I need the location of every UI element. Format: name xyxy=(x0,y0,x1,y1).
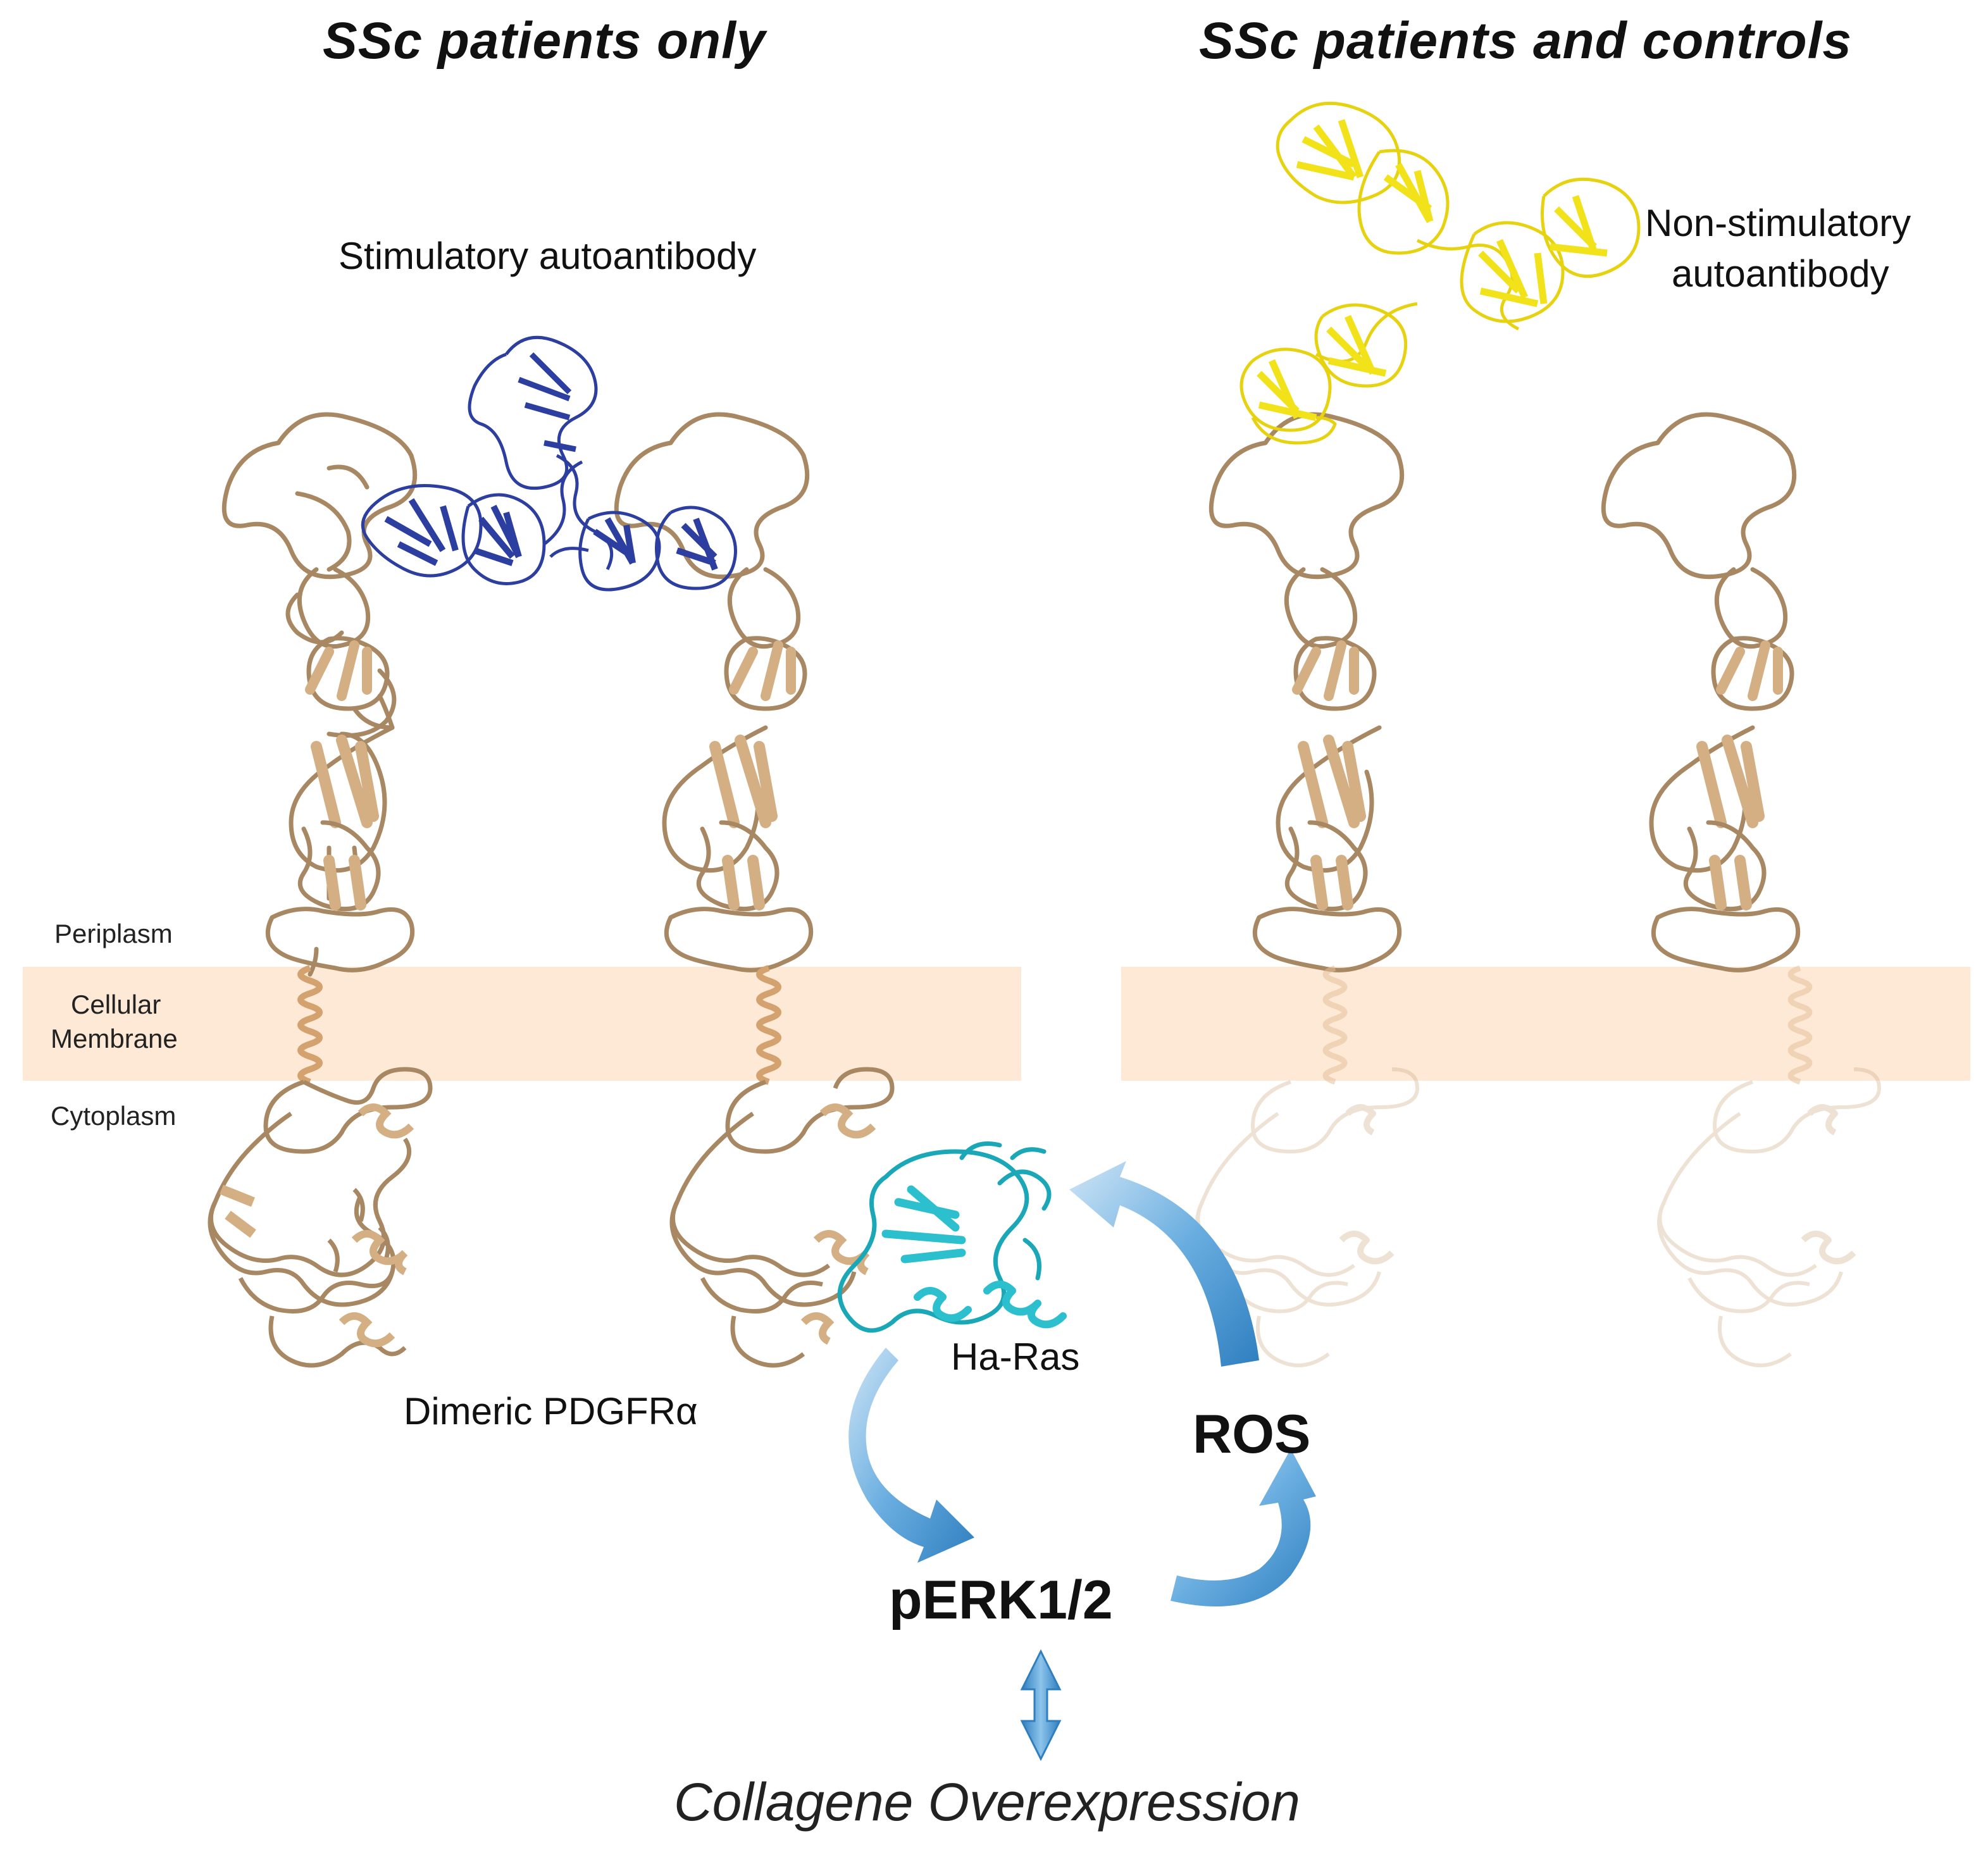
receptor-right-2 xyxy=(1601,412,1801,972)
receptor-left-1-helices xyxy=(220,1103,414,1348)
receptor-right-1 xyxy=(1208,412,1405,972)
label-collagene-overexpression: Collagene Overexpression xyxy=(674,1772,1300,1832)
title-right: SSc patients and controls xyxy=(1199,12,1852,70)
label-non-stimulatory-line1: Non-stimulatory xyxy=(1645,202,1911,244)
helix-left-1 xyxy=(297,965,323,1085)
label-stimulatory-autoantibody: Stimulatory autoantibody xyxy=(339,235,757,277)
helix-left-2 xyxy=(756,965,781,1085)
label-membrane-line1: Cellular xyxy=(71,990,161,1019)
label-non-stimulatory-line2: autoantibody xyxy=(1672,252,1889,295)
arrow-ros-to-ras xyxy=(1069,1161,1259,1367)
receptor-left-1 xyxy=(221,412,418,977)
ha-ras-structure xyxy=(837,1141,1067,1333)
membrane-band-right xyxy=(1121,967,1970,1081)
non-stimulatory-antibody-structure xyxy=(1239,101,1641,445)
title-left: SSc patients only xyxy=(323,12,766,70)
arrow-ras-to-perk xyxy=(848,1348,974,1563)
receptor-left-2-helices xyxy=(800,1103,876,1345)
label-perk: pERK1/2 xyxy=(889,1570,1113,1630)
arrow-perk-to-ros xyxy=(1171,1449,1316,1606)
receptor-left-2-kinase xyxy=(669,1067,895,1368)
label-membrane-line2: Membrane xyxy=(51,1024,178,1053)
double-arrow-perk-collagene xyxy=(1020,1649,1062,1761)
label-cytoplasm: Cytoplasm xyxy=(51,1101,177,1131)
label-dimeric-pdgfr: Dimeric PDGFRα xyxy=(404,1390,698,1432)
label-ros: ROS xyxy=(1193,1404,1311,1465)
label-periplasm: Periplasm xyxy=(54,919,173,948)
receptor-left-2 xyxy=(614,412,814,972)
receptor-left-1-kinase xyxy=(208,1067,433,1368)
helix-right-faded xyxy=(1322,965,1813,1085)
receptor-right-kinase-faded xyxy=(1195,1067,1881,1367)
stimulatory-antibody-structure xyxy=(361,335,737,592)
membrane-band-left xyxy=(23,967,1021,1081)
label-ha-ras: Ha-Ras xyxy=(951,1336,1080,1378)
